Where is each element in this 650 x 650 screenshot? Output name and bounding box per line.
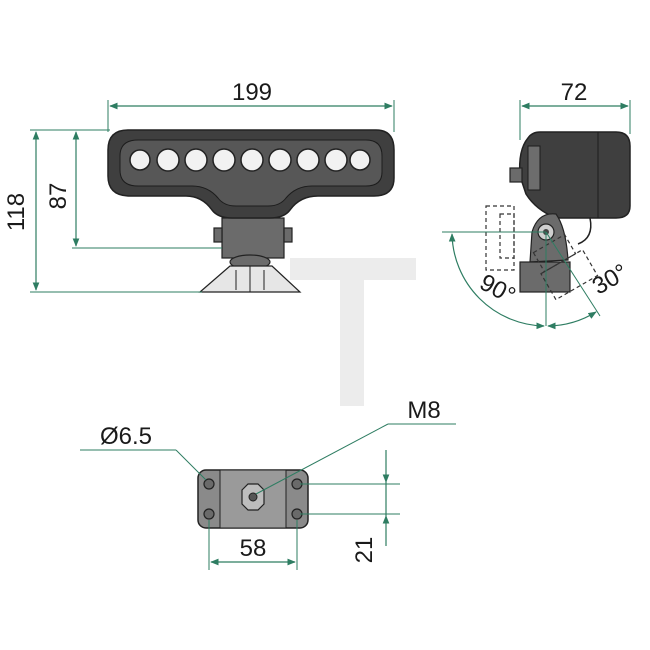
- led-8: [324, 148, 348, 172]
- dim-label-depth: 72: [561, 79, 588, 106]
- led-7: [296, 148, 320, 172]
- led-4: [212, 148, 236, 172]
- tilt-arc-rear: [448, 233, 545, 330]
- front-bracket: [198, 217, 302, 293]
- led-1: [129, 149, 151, 171]
- led-5: [240, 148, 264, 172]
- dim-label-total-height: 118: [3, 193, 30, 231]
- tilt-outline-rear: [485, 205, 515, 271]
- tilt-label-front: 30°: [588, 259, 633, 301]
- dim-label-lamp-height: 87: [45, 183, 72, 210]
- dim-label-base-width: 58: [240, 535, 267, 562]
- dim-label-width: 199: [232, 79, 272, 106]
- label-thread: M8: [407, 397, 440, 424]
- mount-hole-2: [203, 508, 215, 520]
- label-hole-diameter: Ø6.5: [100, 423, 152, 450]
- led-2: [156, 148, 180, 172]
- led-9: [349, 149, 371, 171]
- front-view: 199 118 87: [3, 79, 395, 293]
- tilt-label-rear: 90°: [475, 269, 520, 310]
- led-6: [268, 148, 292, 172]
- dim-label-base-depth: 21: [351, 537, 378, 564]
- side-view: 72 90° 30°: [442, 79, 633, 330]
- base-plate-view: Ø6.5 M8 58 21: [80, 397, 456, 570]
- tilt-arc-front: [547, 311, 597, 330]
- led-row: [129, 148, 371, 172]
- led-3: [184, 148, 208, 172]
- watermark-logo: [290, 258, 416, 406]
- mount-hole-1: [203, 478, 215, 490]
- side-housing: [518, 131, 631, 219]
